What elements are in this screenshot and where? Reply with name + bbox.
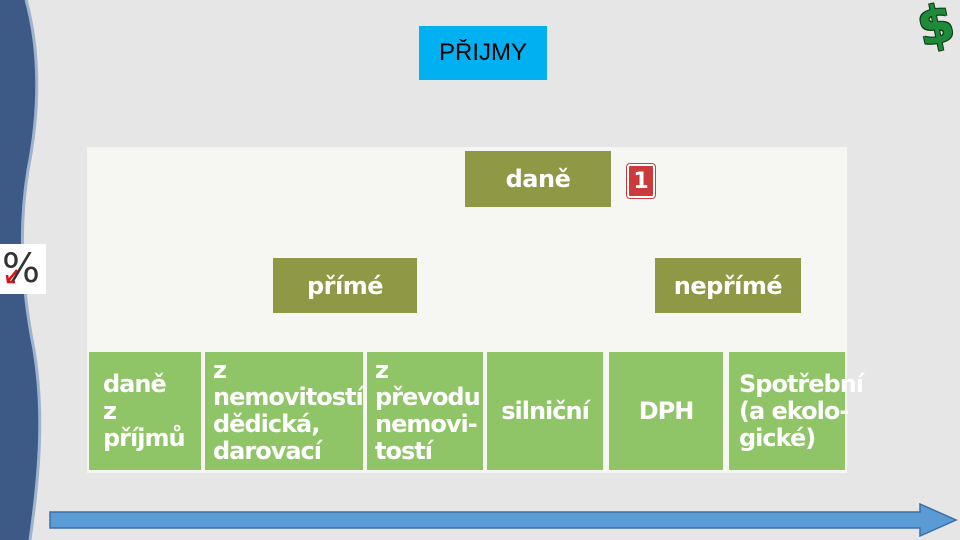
leaf-road-tax: silniční [487,352,603,470]
node-root-label: daně [505,165,571,193]
leaf-transfer-tax-label: z převodu nemovi- tostí [375,356,481,465]
leaf-excise-tax: Spotřební (a ekolo- gické) [729,352,864,470]
leaf-income-tax: daně z příjmů [89,352,201,470]
node-indirect-label: nepřímé [673,271,783,300]
progress-arrow-icon [49,502,958,538]
percent-arrow-icon [5,269,18,284]
node-direct-label: přímé [306,271,384,300]
slide-title: PŘIJMY [419,26,547,80]
leaf-property-tax-label: z nemovitostí, dědická, darovací [213,356,372,465]
node-direct: přímé [273,258,417,313]
node-indirect: nepřímé [655,258,801,313]
leaf-vat: DPH [609,352,723,470]
leaf-property-tax: z nemovitostí, dědická, darovací [205,352,372,470]
leaf-road-tax-label: silniční [501,396,590,425]
leaf-income-tax-label: daně z příjmů [103,369,186,452]
percent-icon: % [0,244,46,294]
badge-number: 1 [627,164,655,198]
tax-diagram: daně 1 přímé nepřímé daně z příjmů z nem… [87,147,864,473]
percent-glyph: % [2,246,41,292]
node-root: daně [465,151,611,207]
leaf-vat-label: DPH [638,396,695,425]
leaf-excise-tax-label: Spotřební (a ekolo- gické) [739,369,864,452]
leaf-transfer-tax: z převodu nemovi- tostí [367,352,483,470]
